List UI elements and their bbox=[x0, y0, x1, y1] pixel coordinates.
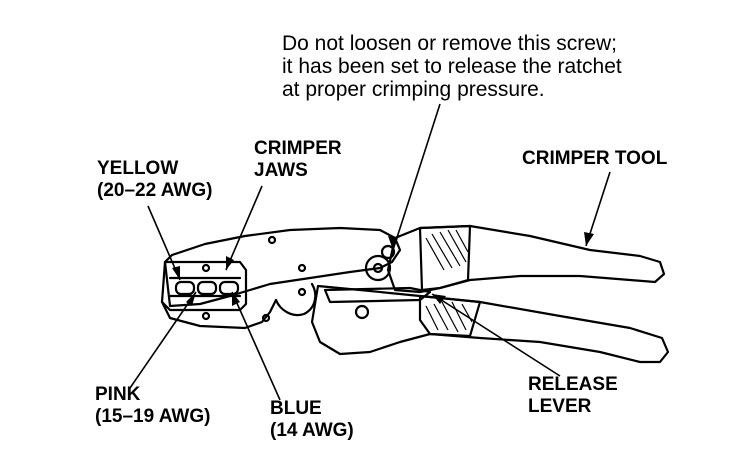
lower-handle bbox=[310, 284, 670, 364]
crimper-jaws-label-line-2: JAWS bbox=[254, 160, 308, 181]
upper-handle bbox=[386, 224, 666, 294]
arrow-pink bbox=[186, 292, 196, 306]
note-line-2: it has been set to release the ratchet bbox=[282, 55, 622, 78]
pivot-body bbox=[274, 282, 317, 317]
arrow-blue bbox=[232, 292, 240, 306]
note-line-3: at proper crimping pressure. bbox=[282, 78, 545, 101]
crimper-jaws-label-line-1: CRIMPER bbox=[254, 138, 342, 159]
die-yellow bbox=[174, 280, 196, 296]
yellow-label-line-2: (20–22 AWG) bbox=[97, 180, 213, 201]
release-lever-label-line-1: RELEASE bbox=[528, 374, 618, 395]
leader-blue bbox=[231, 291, 281, 401]
die-blue bbox=[218, 280, 240, 296]
leader-crimper-jaws bbox=[225, 185, 263, 271]
arrow-yellow bbox=[172, 266, 180, 280]
release-lever bbox=[323, 286, 432, 304]
arrowheads bbox=[172, 232, 594, 306]
leader-pink bbox=[129, 291, 197, 389]
tool-lower-body bbox=[160, 298, 278, 330]
rivet-5 bbox=[261, 313, 271, 323]
yellow-label-line-1: YELLOW bbox=[97, 158, 179, 179]
adjustment-screw bbox=[380, 244, 396, 260]
ratchet-gear-center bbox=[372, 262, 384, 274]
rivet-4 bbox=[201, 311, 211, 321]
upper-grip-hatching bbox=[425, 229, 469, 271]
rivet-6 bbox=[297, 287, 307, 297]
lower-grip-hatching bbox=[425, 301, 473, 333]
upper-grip-block bbox=[418, 224, 472, 292]
blue-label-line-1: BLUE bbox=[270, 398, 322, 419]
pivot-bolt bbox=[354, 304, 370, 320]
lower-grip-block bbox=[418, 294, 482, 338]
arrow-note bbox=[388, 236, 398, 250]
arrow-release-lever bbox=[432, 294, 446, 304]
pink-label-line-1: PINK bbox=[95, 384, 141, 405]
leader-release-lever bbox=[431, 293, 561, 377]
rivet-1 bbox=[267, 235, 277, 245]
arrow-crimper-jaws bbox=[226, 256, 234, 270]
pink-label-line-2: (15–19 AWG) bbox=[95, 406, 211, 427]
blue-label-line-2: (14 AWG) bbox=[270, 420, 354, 441]
release-lever-label-line-2: LEVER bbox=[528, 396, 592, 417]
arrow-crimper-tool bbox=[584, 232, 594, 246]
rivet-3 bbox=[201, 263, 211, 273]
ratchet-gear bbox=[364, 254, 392, 282]
die-pink bbox=[196, 280, 218, 296]
rivet-2 bbox=[297, 263, 307, 273]
crimper-tool-label: CRIMPER TOOL bbox=[522, 148, 668, 169]
note-line-1: Do not loosen or remove this screw; bbox=[282, 32, 617, 55]
leader-note bbox=[392, 103, 441, 251]
